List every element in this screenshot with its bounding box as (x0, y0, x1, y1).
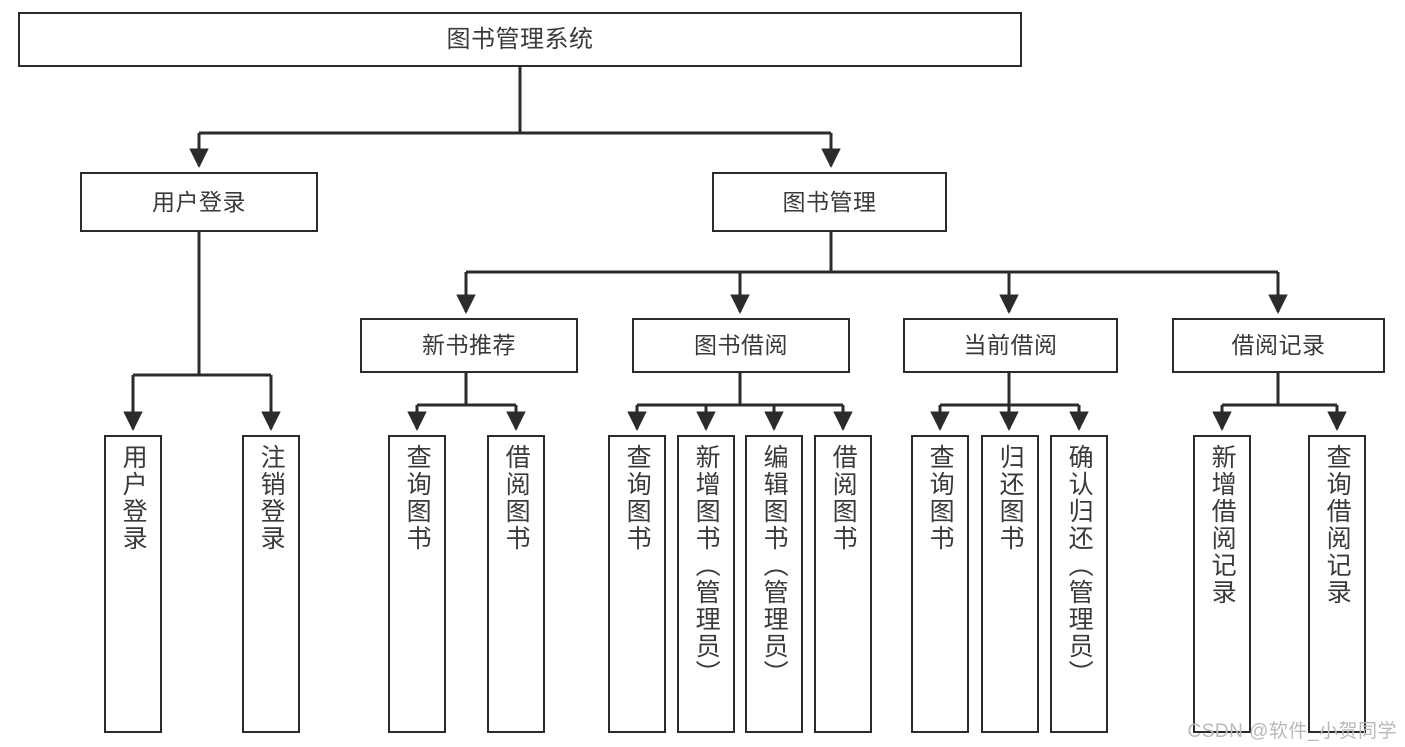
node-leaf-add-borrow-record[interactable]: 新增借阅记录 (1193, 435, 1251, 733)
node-leaf-edit-book-admin-label: 编辑图书（管理员） (760, 444, 789, 687)
node-leaf-confirm-return-admin-label: 确认归还（管理员） (1065, 444, 1094, 687)
node-user-login[interactable]: 用户登录 (80, 172, 318, 232)
node-leaf-user-login[interactable]: 用户登录 (104, 435, 162, 733)
node-leaf-user-login-label: 用户登录 (119, 444, 148, 552)
node-leaf-confirm-return-admin[interactable]: 确认归还（管理员） (1050, 435, 1108, 733)
watermark-text: CSDN @软件_小贺同学 (1187, 721, 1397, 742)
node-leaf-query-book-borrow-label: 查询图书 (623, 444, 652, 552)
node-leaf-query-book-current[interactable]: 查询图书 (911, 435, 969, 733)
node-current-borrowing[interactable]: 当前借阅 (903, 318, 1118, 373)
node-borrow-records-label: 借阅记录 (1231, 332, 1326, 359)
node-leaf-borrow-book[interactable]: 借阅图书 (814, 435, 872, 733)
node-leaf-add-borrow-record-label: 新增借阅记录 (1208, 444, 1237, 606)
node-root[interactable]: 图书管理系统 (18, 12, 1022, 67)
node-book-management[interactable]: 图书管理 (712, 172, 947, 232)
node-new-book-recommendation[interactable]: 新书推荐 (360, 318, 578, 373)
node-leaf-query-book-current-label: 查询图书 (926, 444, 955, 552)
node-book-borrowing-label: 图书借阅 (694, 332, 788, 359)
node-leaf-query-book-borrow[interactable]: 查询图书 (608, 435, 666, 733)
node-borrow-records[interactable]: 借阅记录 (1172, 318, 1385, 373)
node-leaf-add-book-admin[interactable]: 新增图书（管理员） (677, 435, 735, 733)
node-leaf-query-book-newbook-label: 查询图书 (403, 444, 432, 552)
node-leaf-borrow-book-newbook[interactable]: 借阅图书 (487, 435, 545, 733)
node-leaf-borrow-book-newbook-label: 借阅图书 (502, 444, 531, 552)
node-book-management-label: 图书管理 (782, 188, 877, 215)
node-new-book-recommendation-label: 新书推荐 (422, 332, 516, 359)
node-current-borrowing-label: 当前借阅 (963, 332, 1058, 359)
node-leaf-edit-book-admin[interactable]: 编辑图书（管理员） (745, 435, 803, 733)
node-leaf-return-book-label: 归还图书 (996, 444, 1025, 552)
node-leaf-borrow-book-label: 借阅图书 (829, 444, 858, 552)
node-root-label: 图书管理系统 (446, 25, 594, 53)
node-leaf-query-book-newbook[interactable]: 查询图书 (388, 435, 446, 733)
node-leaf-query-borrow-record-label: 查询借阅记录 (1323, 444, 1352, 606)
node-leaf-logout[interactable]: 注销登录 (242, 435, 300, 733)
node-leaf-logout-label: 注销登录 (257, 444, 286, 552)
node-user-login-label: 用户登录 (152, 188, 246, 215)
node-leaf-query-borrow-record[interactable]: 查询借阅记录 (1308, 435, 1366, 733)
node-book-borrowing[interactable]: 图书借阅 (632, 318, 850, 373)
node-leaf-add-book-admin-label: 新增图书（管理员） (692, 444, 721, 687)
node-leaf-return-book[interactable]: 归还图书 (981, 435, 1039, 733)
